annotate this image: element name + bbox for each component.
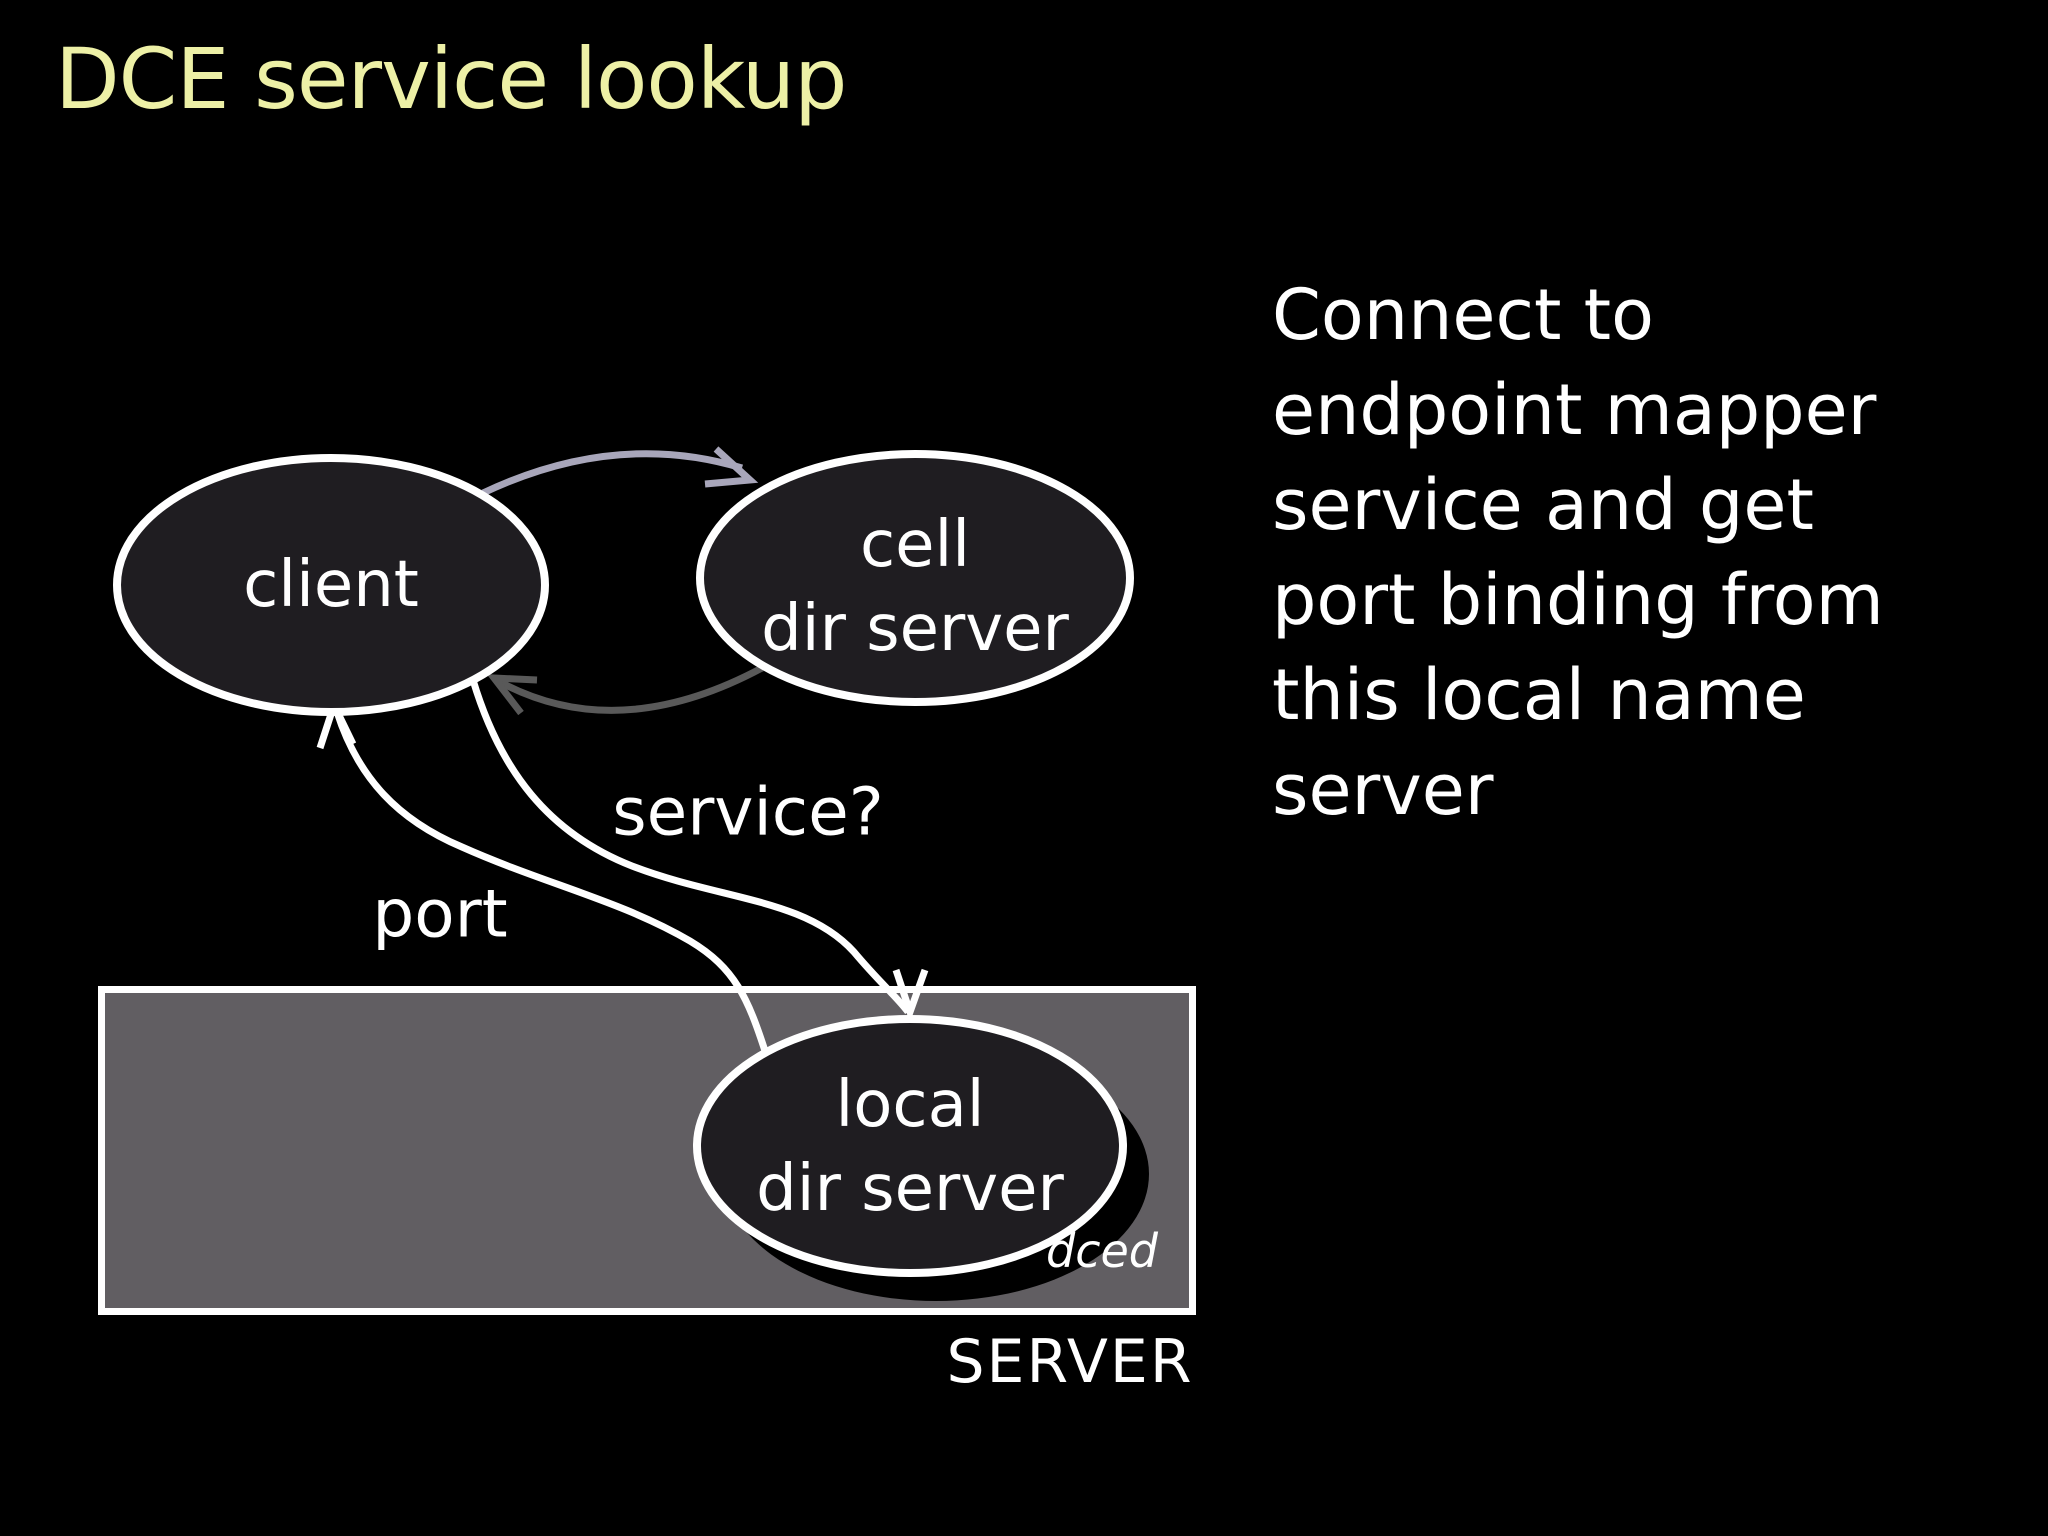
local-dir-server-label-line2: dir server <box>756 1152 1064 1226</box>
note-line: endpoint mapper <box>1272 369 1877 451</box>
dced-daemon-label: dced <box>1046 1224 1158 1278</box>
client-node-label: client <box>243 548 419 622</box>
local-dir-server-node <box>693 1015 1127 1277</box>
service-query-arrow <box>469 678 911 1015</box>
local-dir-server-node-label: local dir server <box>756 1063 1064 1231</box>
client-to-cell-dir-arrow <box>481 450 744 497</box>
explanation-note: Connect to endpoint mapper service and g… <box>1272 268 1884 838</box>
note-line: service and get <box>1272 464 1814 546</box>
local-dir-server-label-line1: local <box>835 1068 985 1142</box>
service-query-arrowhead <box>892 968 929 1023</box>
cell-dir-server-node <box>696 450 1134 706</box>
cell-dir-to-client-arrowhead <box>486 674 538 716</box>
port-reply-arrow <box>333 710 770 1056</box>
cell-dir-server-label-line1: cell <box>859 508 971 582</box>
cell-dir-server-label-line2: dir server <box>761 592 1069 666</box>
client-node <box>113 454 549 716</box>
client-to-cell-dir-arrowhead <box>704 446 759 488</box>
note-line: this local name <box>1272 654 1806 736</box>
server-box-caption: SERVER <box>946 1327 1194 1397</box>
cell-dir-server-node-label: cell dir server <box>761 503 1069 671</box>
cell-dir-to-client-arrow <box>498 664 764 714</box>
note-line: server <box>1272 749 1494 831</box>
port-reply-label: port <box>372 875 508 953</box>
slide-title: DCE service lookup <box>55 30 847 128</box>
service-query-label: service? <box>612 773 884 851</box>
note-line: Connect to <box>1272 274 1654 356</box>
note-line: port binding from <box>1272 559 1884 641</box>
